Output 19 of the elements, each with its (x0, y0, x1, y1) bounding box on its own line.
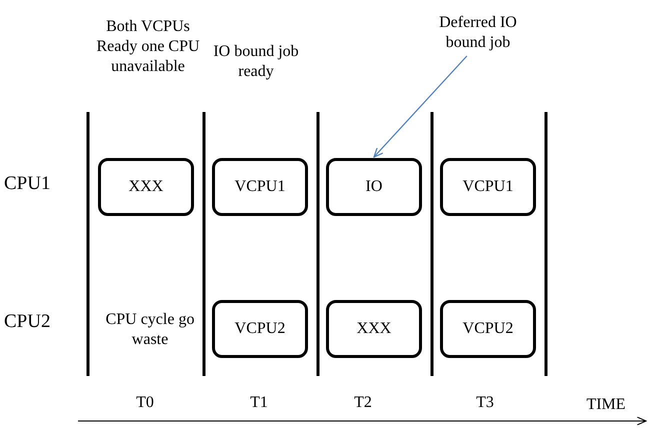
time-label: T2 (353, 393, 373, 413)
row-label: CPU2 (4, 310, 52, 334)
time-slot-box: XXX (98, 158, 194, 216)
time-slot-box: IO (326, 158, 422, 216)
time-slot-box: VCPU2 (440, 300, 536, 358)
annotation-text: Both VCPUs Ready one CPU unavailable (95, 17, 201, 77)
time-slot-box: VCPU1 (212, 158, 308, 216)
time-slot-box: XXX (326, 300, 422, 358)
arrow (373, 56, 468, 158)
time-label: T3 (475, 393, 495, 413)
time-slot-box: VCPU1 (440, 158, 536, 216)
annotation-text: Deferred IO bound job (422, 10, 534, 56)
time-slot-box: VCPU2 (212, 300, 308, 358)
row-label: CPU1 (4, 172, 52, 196)
time-label: T1 (249, 393, 269, 413)
annotation-text: CPU cycle go waste (104, 310, 196, 350)
time-label: T0 (135, 393, 155, 413)
axis-label: TIME (585, 395, 627, 415)
annotation-text: IO bound job ready (212, 42, 300, 82)
